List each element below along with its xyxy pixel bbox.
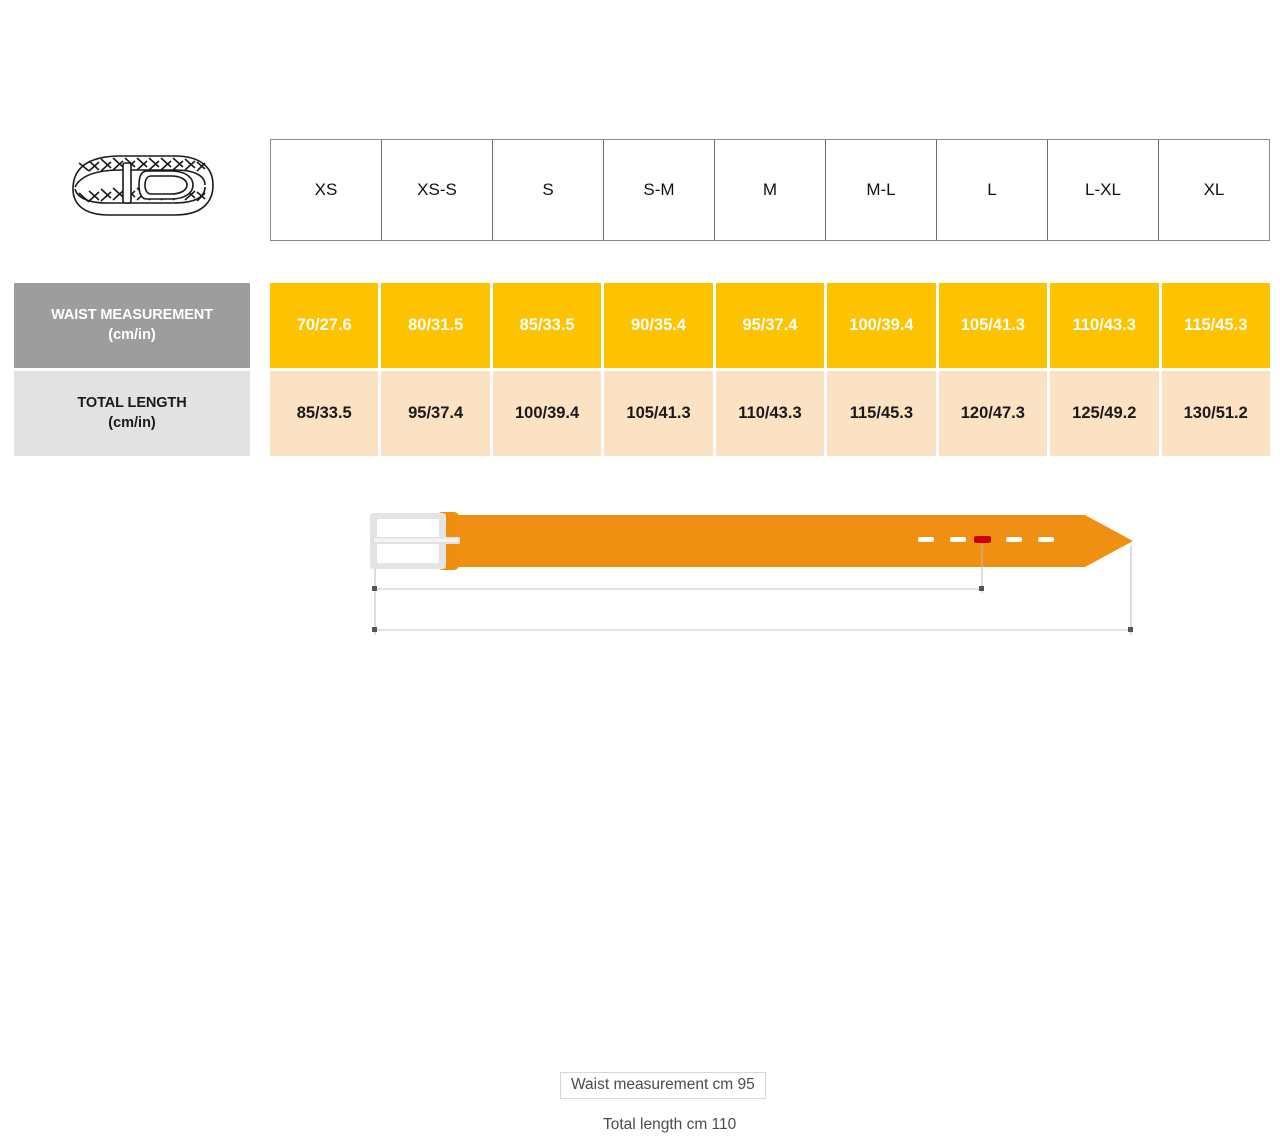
size-header-cell-6: L bbox=[937, 140, 1048, 240]
belt-measurement-diagram: SIZE M Waist measurement cm 95 Total leng… bbox=[0, 495, 1280, 1139]
row-label-waist-measurement: WAIST MEASUREMENT (cm/in) bbox=[14, 283, 250, 368]
waist-cell-0: 70/27.6 bbox=[270, 283, 379, 368]
belt-holes bbox=[918, 536, 1054, 543]
total-cell-5: 115/45.3 bbox=[827, 371, 936, 456]
size-header-cell-5: M-L bbox=[826, 140, 937, 240]
size-header-cell-0: XS bbox=[271, 140, 382, 240]
waist-cell-8: 115/45.3 bbox=[1161, 283, 1270, 368]
belt-size-caption: SIZE M bbox=[636, 1024, 701, 1044]
size-header-cell-4: M bbox=[715, 140, 826, 240]
belt-hole-2 bbox=[950, 537, 966, 542]
size-header-cell-2: S bbox=[493, 140, 604, 240]
dimension-extension-lines bbox=[374, 545, 1132, 635]
total-cell-1: 95/37.4 bbox=[381, 371, 490, 456]
data-row-waist-measurement: 70/27.6 80/31.5 85/33.5 90/35.4 95/37.4 … bbox=[270, 283, 1270, 368]
belt-hole-4 bbox=[1006, 537, 1022, 542]
row-label-waist-line2: (cm/in) bbox=[108, 326, 156, 343]
data-row-total-length: 85/33.5 95/37.4 100/39.4 105/41.3 110/43… bbox=[270, 371, 1270, 456]
row-label-total-length: TOTAL LENGTH (cm/in) bbox=[14, 371, 250, 456]
waist-dimension-label: Waist measurement cm 95 bbox=[560, 1072, 766, 1099]
belt-size-value: M bbox=[686, 1024, 701, 1043]
total-cell-3: 105/41.3 bbox=[604, 371, 713, 456]
belt-strap-shape bbox=[430, 515, 1133, 567]
waist-cell-5: 100/39.4 bbox=[827, 283, 936, 368]
waist-cell-1: 80/31.5 bbox=[381, 283, 490, 368]
size-header-cell-3: S-M bbox=[604, 140, 715, 240]
size-header-row: XS XS-S S S-M M M-L L L-XL XL bbox=[270, 139, 1270, 241]
total-length-dimension-line bbox=[372, 627, 1133, 632]
waist-cell-4: 95/37.4 bbox=[715, 283, 825, 368]
waist-cell-3: 90/35.4 bbox=[604, 283, 713, 368]
total-cell-8: 130/51.2 bbox=[1161, 371, 1270, 456]
belt-size-prefix: SIZE bbox=[636, 1024, 679, 1043]
belt-hole-3-active bbox=[974, 536, 991, 543]
size-header-cell-8: XL bbox=[1203, 180, 1225, 199]
total-cell-6: 120/47.3 bbox=[938, 371, 1048, 456]
total-cell-2: 100/39.4 bbox=[492, 371, 602, 456]
row-label-total-line1: TOTAL LENGTH bbox=[77, 394, 187, 411]
belt-hole-1 bbox=[918, 537, 934, 542]
row-label-total-line2: (cm/in) bbox=[108, 414, 156, 431]
belt-hole-5 bbox=[1038, 537, 1054, 542]
size-header-cell-7: L-XL bbox=[1048, 140, 1159, 240]
total-length-dimension-label: Total length cm 110 bbox=[592, 1112, 748, 1139]
product-belt-icon bbox=[55, 143, 217, 241]
total-cell-0: 85/33.5 bbox=[270, 371, 379, 456]
waist-cell-6: 105/41.3 bbox=[938, 283, 1048, 368]
belt-buckle bbox=[370, 513, 460, 569]
waist-dimension-line bbox=[372, 586, 984, 591]
waist-cell-7: 110/43.3 bbox=[1050, 283, 1159, 368]
total-cell-4: 110/43.3 bbox=[715, 371, 825, 456]
row-label-waist-line1: WAIST MEASUREMENT bbox=[51, 306, 213, 323]
size-header-cell-1: XS-S bbox=[382, 140, 493, 240]
total-cell-7: 125/49.2 bbox=[1050, 371, 1159, 456]
waist-cell-2: 85/33.5 bbox=[492, 283, 602, 368]
